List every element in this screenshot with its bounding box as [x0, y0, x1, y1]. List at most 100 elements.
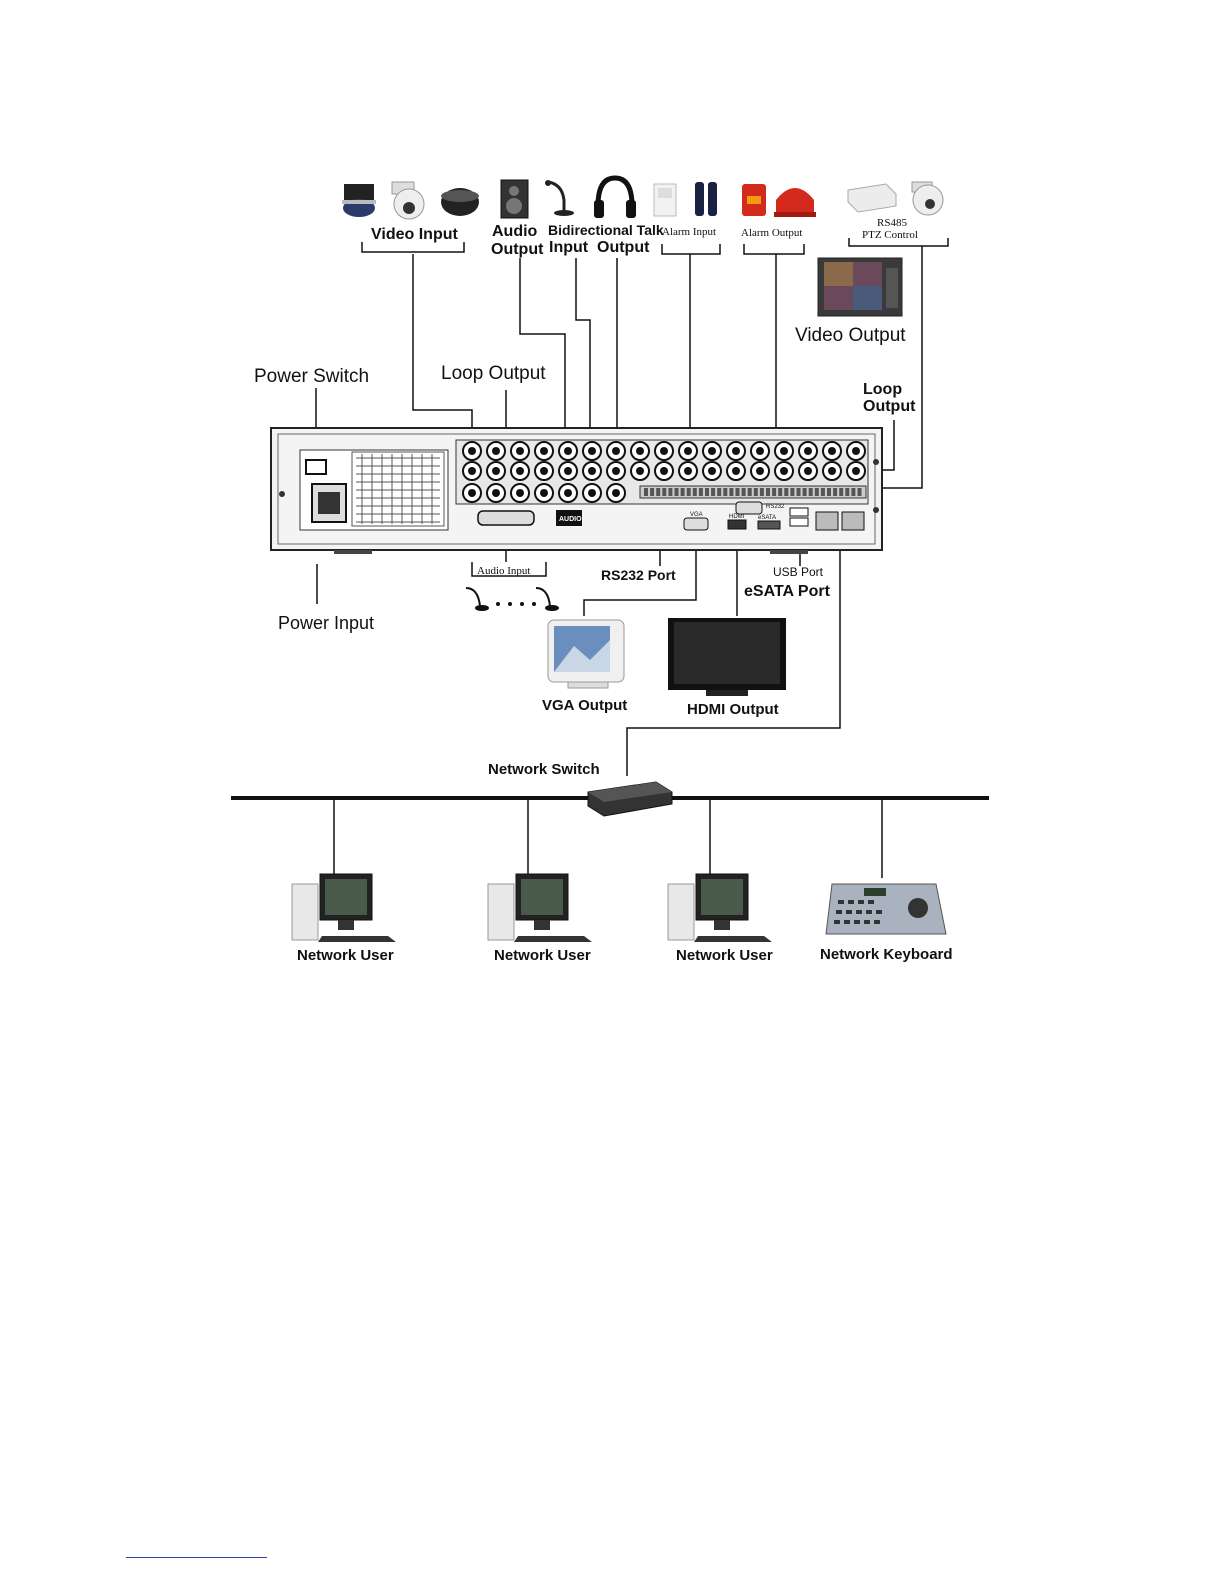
- dome-camera-icon: [441, 188, 479, 216]
- bnc-connector: [462, 441, 482, 461]
- bnc-connector: [510, 483, 530, 503]
- vga-port: [683, 517, 709, 531]
- bnc-connector: [846, 441, 866, 461]
- bnc-connector: [558, 461, 578, 481]
- panel-esata-tag: eSATA: [758, 515, 776, 521]
- label-audio-input: Audio Input: [477, 565, 531, 577]
- top-devices: [342, 175, 944, 317]
- bnc-connector: [462, 461, 482, 481]
- terminal-pin: [650, 488, 655, 496]
- bnc-connector: [798, 441, 818, 461]
- bnc-connector: [822, 441, 842, 461]
- label-hdmi-output: HDMI Output: [687, 701, 779, 718]
- bnc-connector: [630, 461, 650, 481]
- bnc-connector: [750, 441, 770, 461]
- terminal-pin: [857, 488, 862, 496]
- label-vga-output: VGA Output: [542, 697, 628, 714]
- bnc-connector: [678, 441, 698, 461]
- terminal-pin: [668, 488, 673, 496]
- headphones-icon: [594, 175, 636, 218]
- alarm-light-icon: [774, 188, 816, 217]
- label-brackets: [361, 238, 949, 255]
- bnc-connector: [606, 483, 626, 503]
- terminal-pin: [692, 488, 697, 496]
- label-esata-port: eSATA Port: [744, 583, 830, 600]
- fan-grille: [351, 451, 445, 527]
- speaker-icon: [500, 179, 529, 219]
- audio-input-microphones: [465, 587, 559, 611]
- hdmi-port: [727, 519, 747, 530]
- desktop-pc-icon: [291, 873, 396, 942]
- desktop-pc-icon: [667, 873, 772, 942]
- label-network-switch: Network Switch: [488, 761, 600, 778]
- terminal-pin: [808, 488, 813, 496]
- terminal-pin: [796, 488, 801, 496]
- bnc-connector: [846, 461, 866, 481]
- terminal-pin: [698, 488, 703, 496]
- label-power-switch: Power Switch: [254, 366, 370, 387]
- label-network-keyboard: Network Keyboard: [820, 946, 953, 963]
- hdmi-tv-icon: [668, 618, 786, 696]
- terminal-pin: [662, 488, 667, 496]
- terminal-pin: [644, 488, 648, 496]
- bnc-connector: [558, 441, 578, 461]
- bnc-connector: [510, 461, 530, 481]
- ptz-decoder-box-icon: [847, 183, 897, 213]
- label-ptz-control: PTZ Control: [862, 229, 918, 241]
- label-audio: Audio: [492, 223, 538, 240]
- panel-vga-tag: VGA: [690, 512, 703, 518]
- label-audio-output: Output: [491, 241, 544, 258]
- esata-port: [757, 520, 781, 530]
- label-alarm-output: Alarm Output: [741, 227, 803, 239]
- network-user-computers: [291, 873, 772, 942]
- bnc-connector: [558, 483, 578, 503]
- terminal-pin: [723, 488, 728, 496]
- terminal-pin: [674, 488, 679, 496]
- terminal-pin: [753, 488, 758, 496]
- label-talk-input: Input: [549, 239, 589, 256]
- vga-monitor-icon: [547, 619, 625, 689]
- terminal-pin: [705, 488, 709, 496]
- panel-hdmi-tag: HDMI: [729, 514, 745, 520]
- bnc-connector: [774, 441, 794, 461]
- camera-icon: [342, 184, 376, 217]
- footnote-separator: [126, 1557, 267, 1558]
- bnc-connector: [606, 441, 626, 461]
- label-bidirectional-talk: Bidirectional Talk: [548, 222, 664, 238]
- bnc-connector: [702, 461, 722, 481]
- label-loop-output-right-line1: Loop: [863, 381, 903, 398]
- alarm-terminal-block: [644, 488, 862, 496]
- bnc-connector: [822, 461, 842, 481]
- rs232-port: [735, 501, 763, 515]
- bnc-connector: [534, 441, 554, 461]
- ptz-dome-camera-icon: [911, 181, 944, 216]
- speed-dome-camera-icon: [391, 181, 425, 220]
- ethernet-port-1: [815, 511, 839, 531]
- bnc-connector: [582, 461, 602, 481]
- terminal-pin: [747, 488, 752, 496]
- label-rs485: RS485: [877, 217, 907, 229]
- bnc-connector: [510, 441, 530, 461]
- bnc-connector: [582, 441, 602, 461]
- terminal-pin: [833, 488, 838, 496]
- terminal-pin: [851, 488, 856, 496]
- terminal-pin: [711, 488, 716, 496]
- alarm-siren-icon: [742, 184, 766, 216]
- terminal-pin: [790, 488, 795, 496]
- bnc-connector: [534, 461, 554, 481]
- label-talk-output: Output: [597, 239, 650, 256]
- desktop-pc-icon: [487, 873, 592, 942]
- dvr-rear-panel: [270, 427, 883, 554]
- crt-monitor-icon: [817, 257, 903, 317]
- bnc-connector: [486, 441, 506, 461]
- usb-port: [789, 507, 809, 517]
- bnc-connector: [630, 441, 650, 461]
- label-video-output: Video Output: [795, 325, 906, 346]
- bnc-connector: [678, 461, 698, 481]
- label-rs232-port: RS232 Port: [601, 567, 676, 583]
- label-loop-output-right-line2: Output: [863, 398, 916, 415]
- bnc-connector: [798, 461, 818, 481]
- motion-sensor-icon: [653, 183, 677, 217]
- bnc-connector: [774, 461, 794, 481]
